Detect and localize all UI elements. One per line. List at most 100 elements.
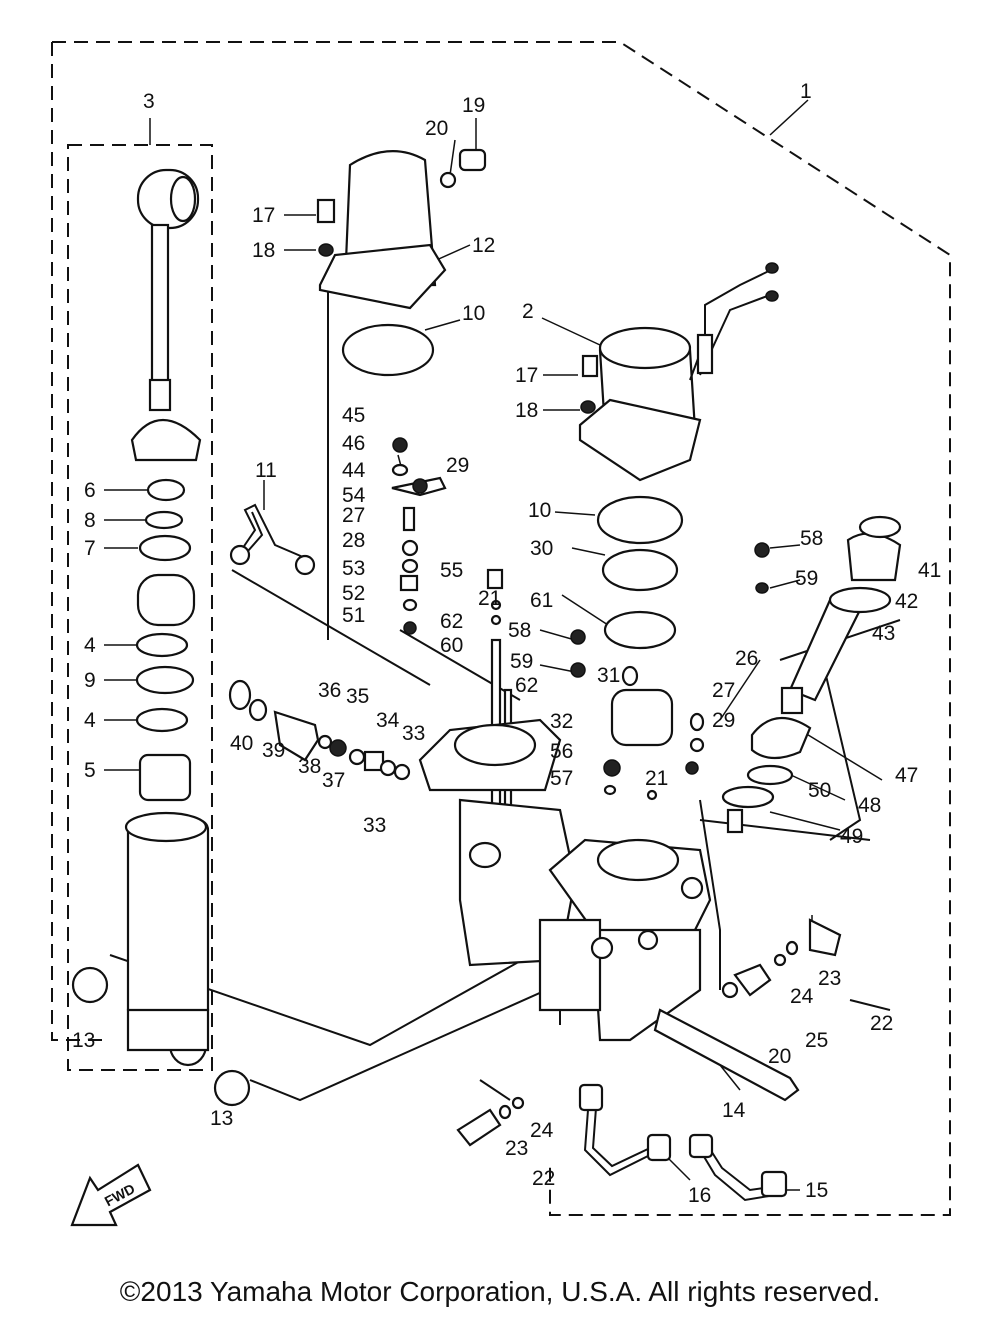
- leader-lines: [104, 99, 883, 1191]
- callout-label: 44: [342, 459, 366, 482]
- right-valve-parts: [721, 918, 842, 999]
- callout-label: 59: [510, 650, 533, 673]
- callout-label: 25: [805, 1029, 828, 1052]
- callout-label: 6: [84, 479, 96, 502]
- callout-label: 62: [515, 674, 538, 697]
- callout-label: 46: [342, 432, 365, 455]
- callout-label: 61: [530, 589, 553, 612]
- oil-seal-30: [601, 548, 679, 592]
- callout-label: 58: [800, 527, 823, 550]
- callout-label: 8: [84, 509, 96, 532]
- callout-label: 5: [84, 759, 96, 782]
- callout-label: 50: [808, 779, 831, 802]
- callout-label: 23: [505, 1137, 528, 1160]
- callout-label: 20: [425, 117, 448, 140]
- callout-label: 48: [858, 794, 881, 817]
- callout-label: 55: [440, 559, 463, 582]
- callout-label: 27: [342, 504, 365, 527]
- callout-label: 32: [550, 710, 573, 733]
- callout-label: 18: [515, 399, 538, 422]
- callout-label: 29: [446, 454, 469, 477]
- callout-label: 1: [800, 80, 812, 103]
- callout-label: 15: [805, 1179, 828, 1202]
- callout-label: 40: [230, 732, 253, 755]
- o-ring-10: [596, 495, 684, 545]
- callout-label: 21: [645, 767, 668, 790]
- callout-label: 27: [712, 679, 735, 702]
- callout-label: 49: [840, 825, 863, 848]
- assembly-boundary: [51, 41, 951, 1216]
- parts-diagram: FWD 1 2 3 4 4 5 6 7 8 9 10 10 11 12 13 1…: [51, 41, 951, 1227]
- bolt-13: [71, 966, 251, 1107]
- tilt-piston: [721, 515, 902, 834]
- callout-label: 10: [528, 499, 551, 522]
- callout-label: 24: [530, 1119, 554, 1142]
- callout-label: 33: [363, 814, 386, 837]
- shaft-14: [653, 1008, 800, 1102]
- callout-label: 57: [550, 767, 573, 790]
- copyright-notice: ©2013 Yamaha Motor Corporation, U.S.A. A…: [119, 1276, 881, 1307]
- callout-label: 23: [818, 967, 841, 990]
- callout-label: 22: [870, 1012, 893, 1035]
- callout-label: 22: [532, 1167, 555, 1190]
- callout-label: 24: [790, 985, 814, 1008]
- callout-label: 35: [346, 685, 369, 708]
- callout-label: 29: [712, 709, 735, 732]
- callout-label: 16: [688, 1184, 711, 1207]
- callout-label: 12: [472, 234, 495, 257]
- callout-label: 26: [735, 647, 758, 670]
- hoses: [578, 1083, 788, 1202]
- callout-label: 39: [262, 739, 285, 762]
- tube-fitting-2: [294, 554, 316, 576]
- callout-label: 28: [342, 529, 365, 552]
- callout-label: 4: [84, 634, 96, 657]
- filter-61: [603, 610, 677, 650]
- cylinder-subassembly-boundary: [67, 144, 213, 1071]
- callout-label: 36: [318, 679, 341, 702]
- callout-label: 3: [143, 90, 155, 113]
- callout-label: 47: [895, 764, 918, 787]
- callout-label: 41: [918, 559, 941, 582]
- callout-label: 9: [84, 669, 96, 692]
- callout-label: 13: [72, 1029, 95, 1052]
- callout-label: 37: [322, 769, 345, 792]
- callout-label: 2: [522, 300, 534, 323]
- callout-label: 17: [252, 204, 275, 227]
- lower-valve-parts: [456, 1096, 525, 1147]
- callout-label: 52: [342, 582, 365, 605]
- callout-label: 30: [530, 537, 553, 560]
- callout-label: 11: [255, 459, 277, 482]
- manual-valve-set: [228, 679, 411, 781]
- callout-label: 14: [722, 1099, 746, 1122]
- callout-label: 58: [508, 619, 531, 642]
- fwd-arrow: FWD: [70, 1163, 152, 1227]
- callout-label: 13: [210, 1107, 233, 1130]
- callout-label: 4: [84, 709, 96, 732]
- callout-label: 10: [462, 302, 485, 325]
- callout-label: 59: [795, 567, 818, 590]
- callout-label: 51: [342, 604, 365, 627]
- callout-labels: 1 2 3 4 4 5 6 7 8 9 10 10 11 12 13 13 14…: [72, 80, 941, 1207]
- callout-label: 54: [342, 484, 366, 507]
- callout-label: 18: [252, 239, 275, 262]
- callout-label: 45: [342, 404, 365, 427]
- callout-label: 42: [895, 590, 918, 613]
- electric-motor: [578, 262, 779, 482]
- tube-fitting: [229, 544, 251, 566]
- callout-label: 7: [84, 537, 96, 560]
- callout-label: 60: [440, 634, 463, 657]
- callout-label: 62: [440, 610, 463, 633]
- callout-label: 31: [597, 664, 620, 687]
- reservoir: [316, 148, 487, 377]
- callout-label: 34: [376, 709, 400, 732]
- pump-body: [418, 718, 712, 1042]
- callout-label: 19: [462, 94, 485, 117]
- callout-label: 20: [768, 1045, 791, 1068]
- callout-label: 33: [402, 722, 425, 745]
- callout-label: 21: [478, 587, 501, 610]
- callout-label: 56: [550, 740, 573, 763]
- callout-label: 17: [515, 364, 538, 387]
- trim-cylinder: [124, 168, 210, 1067]
- callout-label: 53: [342, 557, 365, 580]
- valve-32: [610, 688, 674, 747]
